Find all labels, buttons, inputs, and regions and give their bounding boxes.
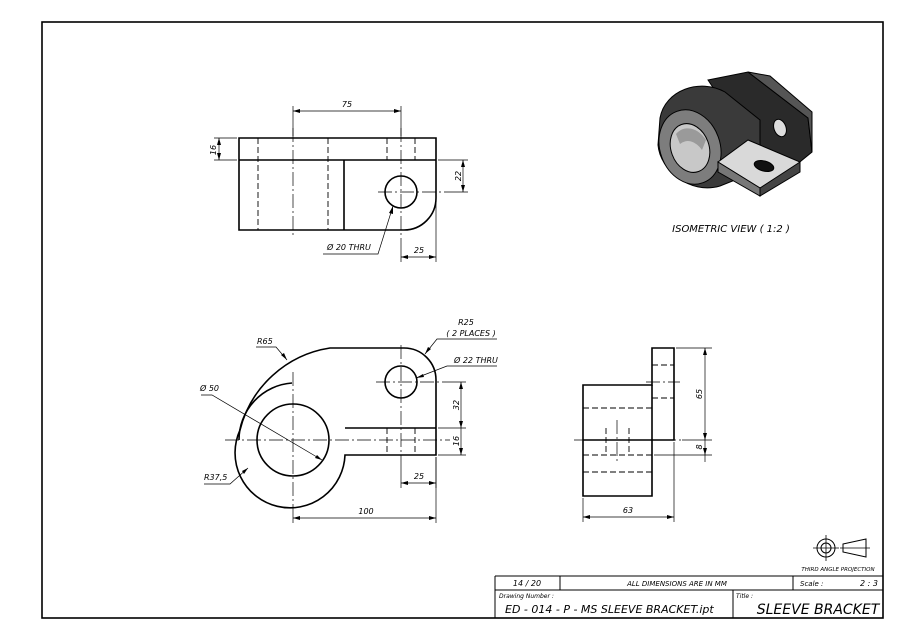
r25: R25 <box>458 318 474 327</box>
title-block: 14 / 20 ALL DIMENSIONS ARE IN MM Scale :… <box>494 575 883 618</box>
title-label: Title : <box>736 593 753 600</box>
dim-22: 22 <box>454 171 463 181</box>
side-view: 65 8 63 <box>574 347 712 522</box>
r37-5: R37,5 <box>204 473 227 482</box>
dim-8: 8 <box>695 444 704 449</box>
top-view: R65 R25 ( 2 PLACES ) Ø 22 THRU Ø 50 R37,… <box>199 318 498 523</box>
drawing-title: SLEEVE BRACKET <box>757 602 881 618</box>
dim-25-front: 25 <box>414 246 424 255</box>
r65: R65 <box>257 337 273 346</box>
isometric-label: ISOMETRIC VIEW ( 1:2 ) <box>672 224 790 235</box>
units-note: ALL DIMENSIONS ARE IN MM <box>626 580 727 588</box>
projection-symbol: THIRD ANGLE PROJECTION <box>801 535 875 573</box>
dim-63: 63 <box>623 506 633 515</box>
scale-label: Scale : <box>800 580 823 588</box>
sheet-number: 14 / 20 <box>513 579 541 588</box>
isometric-view: ISOMETRIC VIEW ( 1:2 ) <box>657 71 813 235</box>
scale-value: 2 : 3 <box>860 579 878 588</box>
dim-25-top: 25 <box>414 472 424 481</box>
dim-65: 65 <box>695 389 704 399</box>
drawing-number-label: Drawing Number : <box>499 593 554 600</box>
hole-callout-front: Ø 20 THRU <box>326 242 371 252</box>
dia-50: Ø 50 <box>199 383 219 393</box>
sheet-border <box>41 21 884 619</box>
drawing-number: ED - 014 - P - MS SLEEVE BRACKET.ipt <box>505 603 714 616</box>
dim-100: 100 <box>358 507 373 516</box>
hole-callout-top: Ø 22 THRU <box>453 355 498 365</box>
r25-note: ( 2 PLACES ) <box>446 329 495 338</box>
front-view: 75 16 22 25 Ø 20 THRU <box>209 100 468 262</box>
dim-32: 32 <box>452 400 461 410</box>
projection-label: THIRD ANGLE PROJECTION <box>801 567 874 573</box>
dim-16-front: 16 <box>209 145 218 155</box>
dim-75: 75 <box>342 100 352 109</box>
dim-16-top: 16 <box>452 436 461 446</box>
